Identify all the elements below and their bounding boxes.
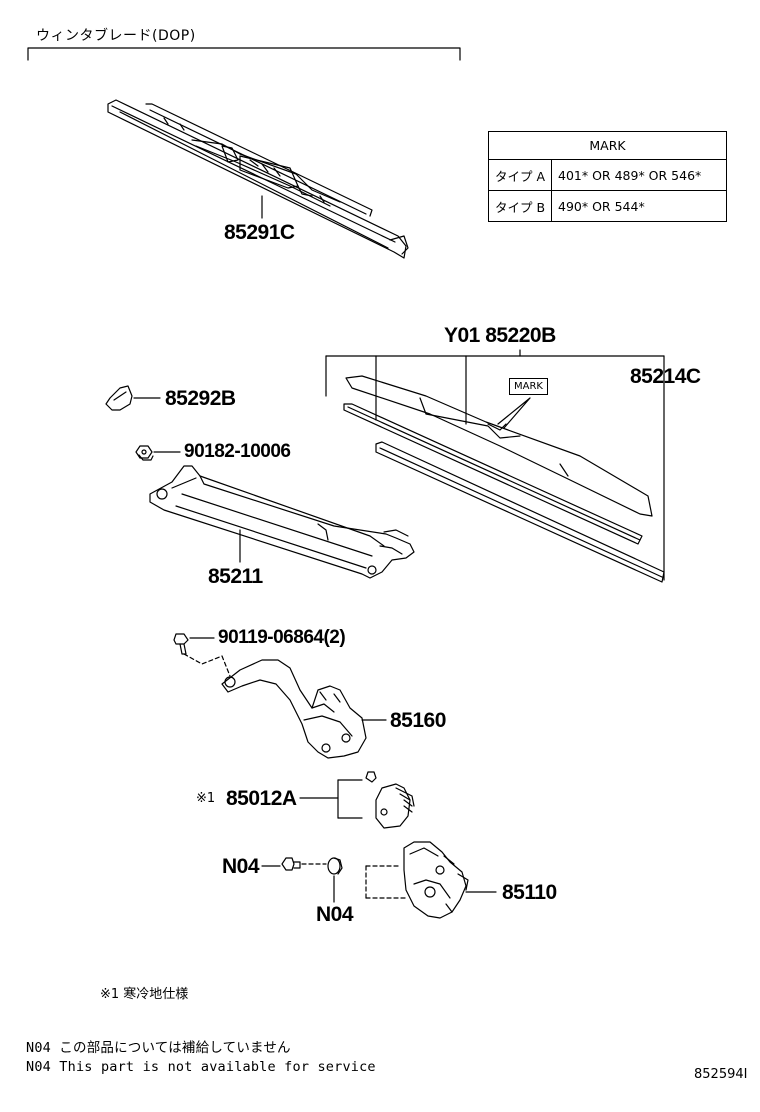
part-N04-bolt[interactable]: N04 <box>222 855 260 878</box>
mark-callout: MARK <box>509 378 548 395</box>
part-90119-06864[interactable]: 90119-06864(2) <box>218 627 346 648</box>
diagram-id: 852594I <box>694 1067 748 1082</box>
part-85211[interactable]: 85211 <box>208 565 263 588</box>
washer-N04[interactable] <box>327 857 343 875</box>
bolt-90119-06864[interactable] <box>173 633 189 655</box>
part-N04-washer[interactable]: N04 <box>316 903 354 926</box>
part-85291C[interactable]: 85291C <box>224 221 295 244</box>
footnote-n04-jp: N04 この部品については補給していません <box>26 1040 291 1056</box>
footnote-cold-climate: ※1 寒冷地仕様 <box>100 987 189 1002</box>
cap-85292B[interactable] <box>105 385 133 411</box>
part-85292B[interactable]: 85292B <box>165 387 236 410</box>
mark-value-a: 401* OR 489* OR 546* <box>551 159 727 191</box>
cover-85012A[interactable] <box>365 771 415 829</box>
note-marker-85012A: ※1 <box>196 791 216 806</box>
wiper-arm-85211[interactable] <box>149 465 415 579</box>
part-85160[interactable]: 85160 <box>390 709 446 732</box>
section-title: ウィンタブレード(DOP) <box>36 28 196 44</box>
part-85214C[interactable]: 85214C <box>630 365 701 388</box>
leader-bracket-85012A <box>299 779 363 819</box>
mark-value-b: 490* OR 544* <box>551 190 727 222</box>
part-Y01-85220B[interactable]: Y01 85220B <box>444 324 556 347</box>
nut-90182-10006[interactable] <box>135 445 154 461</box>
mark-row-a: タイプ A 401* OR 489* OR 546* <box>488 159 727 191</box>
dashed-guide-90119 <box>183 653 231 677</box>
part-85012A[interactable]: 85012A <box>226 787 297 810</box>
leader-bracket-85220B <box>325 349 665 581</box>
mark-type-b: タイプ B <box>488 190 552 222</box>
bolt-N04[interactable] <box>281 857 301 871</box>
motor-85110[interactable] <box>365 841 469 919</box>
mark-table-header: MARK <box>488 131 727 160</box>
mark-row-b: タイプ B 490* OR 544* <box>488 190 727 222</box>
footnote-n04-en: N04 This part is not available for servi… <box>26 1059 376 1075</box>
part-90182-10006[interactable]: 90182-10006 <box>184 441 291 462</box>
winter-blade-85291C[interactable] <box>107 99 409 259</box>
link-85160[interactable] <box>221 659 367 759</box>
mark-table: MARK タイプ A 401* OR 489* OR 546* タイプ B 49… <box>488 131 727 222</box>
section-bracket <box>27 47 461 61</box>
wiper-blade-85220B[interactable] <box>343 375 665 583</box>
mark-leader <box>497 397 531 429</box>
mark-type-a: タイプ A <box>488 159 552 191</box>
part-85110[interactable]: 85110 <box>502 881 557 904</box>
